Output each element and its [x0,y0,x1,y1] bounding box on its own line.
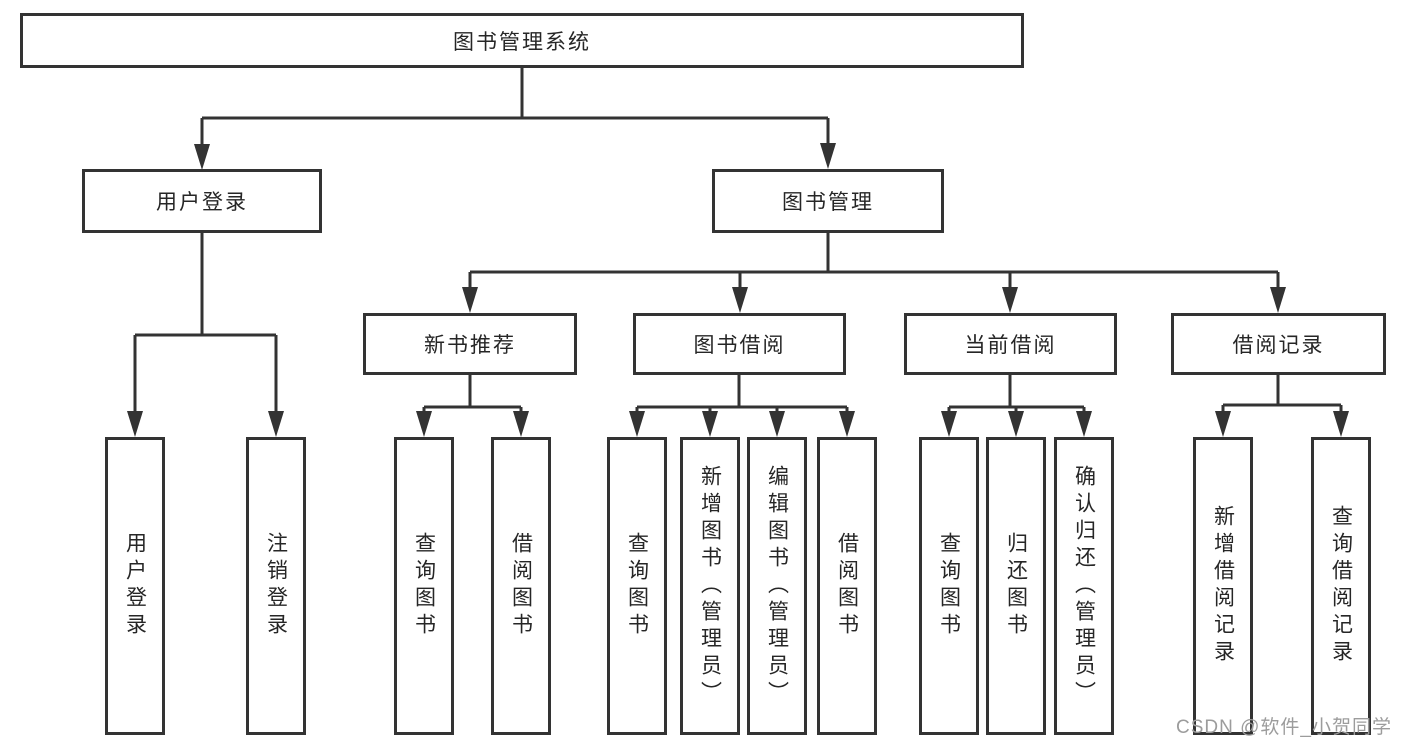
leaf-logout-login: 注销登录 [246,437,306,735]
leaf-query-books-current: 查询图书 [919,437,979,735]
node-current-borrow: 当前借阅 [904,313,1117,375]
node-new-book-recommend: 新书推荐 [363,313,577,375]
leaf-borrow-books: 借阅图书 [817,437,877,735]
node-user-login: 用户登录 [82,169,322,233]
node-borrow-records: 借阅记录 [1171,313,1386,375]
leaf-confirm-return-admin: 确认归还（管理员） [1054,437,1114,735]
leaf-return-books: 归还图书 [986,437,1046,735]
leaf-edit-books-admin: 编辑图书（管理员） [747,437,807,735]
leaf-borrow-books-recommend: 借阅图书 [491,437,551,735]
leaf-add-borrow-record: 新增借阅记录 [1193,437,1253,735]
leaf-query-borrow-record: 查询借阅记录 [1311,437,1371,735]
leaf-query-books-borrow: 查询图书 [607,437,667,735]
node-root: 图书管理系统 [20,13,1024,68]
csdn-watermark: CSDN @软件_小贺同学 [1176,717,1392,738]
node-book-management: 图书管理 [712,169,944,233]
leaf-query-books-recommend: 查询图书 [394,437,454,735]
leaf-add-books-admin: 新增图书（管理员） [680,437,740,735]
leaf-user-login: 用户登录 [105,437,165,735]
node-book-borrow: 图书借阅 [633,313,846,375]
